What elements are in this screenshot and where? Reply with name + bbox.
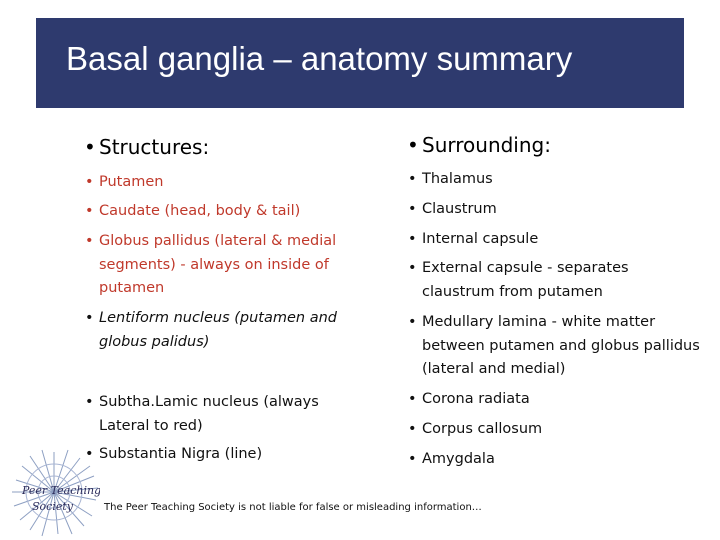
title-bar [36,18,684,108]
bullet-icon: • [408,260,417,276]
bullet-icon: • [85,446,94,462]
bullet-icon: • [408,314,417,330]
surrounding-heading-label: Surrounding: [422,133,551,157]
list-item-corpus-callosum: • Corpus callosum [405,418,712,442]
svg-text:Peer Teaching: Peer Teaching [21,484,100,497]
bullet-icon: • [408,391,417,407]
list-item-label: Substantia Nigra (line) [99,446,263,462]
list-item-label: Corona radiata [422,391,530,407]
slide-title: Basal ganglia – anatomy summary [66,40,573,77]
list-item-label: Lentiform nucleus (putamen and globus pa… [99,310,337,350]
list-item-globus-pallidus: • Globus pallidus (lateral & medial segm… [82,230,371,301]
bullet-icon: • [85,233,94,249]
list-item-label: Amygdala [422,451,495,467]
list-item-external-capsule: • External capsule - separates claustrum… [405,257,680,304]
list-item-label: Caudate (head, body & tail) [99,203,301,219]
list-item-claustrum: • Claustrum [405,198,712,222]
list-item-substantia-nigra: • Substantia Nigra (line) [82,443,389,467]
list-item-label: Subtha.Lamic nucleus (always Lateral to … [99,394,319,434]
bullet-icon: • [85,310,94,326]
surrounding-heading: • Surrounding: [405,132,551,158]
bullet-icon: • [85,394,94,410]
bullet-icon: • [408,231,417,247]
list-item-label: Medullary lamina - white matter between … [422,314,700,377]
list-item-thalamus: • Thalamus [405,168,712,192]
list-item-label: Putamen [99,174,164,190]
list-item-caudate: • Caudate (head, body & tail) [82,200,389,224]
bullet-icon: • [84,135,96,159]
bullet-icon: • [408,451,417,467]
svg-text:Society: Society [32,500,74,513]
list-item-medullary-lamina: • Medullary lamina - white matter betwee… [405,311,712,382]
list-item-internal-capsule: • Internal capsule [405,228,712,252]
list-item-label: External capsule - separates claustrum f… [422,260,629,300]
list-item-label: Globus pallidus (lateral & medial segmen… [99,233,337,296]
list-item-putamen: • Putamen [82,171,389,195]
disclaimer-footer: The Peer Teaching Society is not liable … [104,502,482,513]
bullet-icon: • [85,203,94,219]
bullet-icon: • [408,201,417,217]
list-item-subthalamic: • Subtha.Lamic nucleus (always Lateral t… [82,391,359,438]
list-item-label: Claustrum [422,201,497,217]
peer-teaching-society-logo-icon: Peer Teaching Society [12,449,100,537]
bullet-icon: • [408,171,417,187]
structures-heading: • Structures: [82,134,209,160]
list-item-lentiform: • Lentiform nucleus (putamen and globus … [82,307,379,354]
bullet-icon: • [85,174,94,190]
list-item-label: Corpus callosum [422,421,543,437]
structures-heading-label: Structures: [99,135,210,159]
list-item-label: Internal capsule [422,231,539,247]
bullet-icon: • [408,421,417,437]
bullet-icon: • [407,133,419,157]
list-item-corona-radiata: • Corona radiata [405,388,712,412]
list-item-label: Thalamus [422,171,493,187]
list-item-amygdala: • Amygdala [405,448,712,472]
